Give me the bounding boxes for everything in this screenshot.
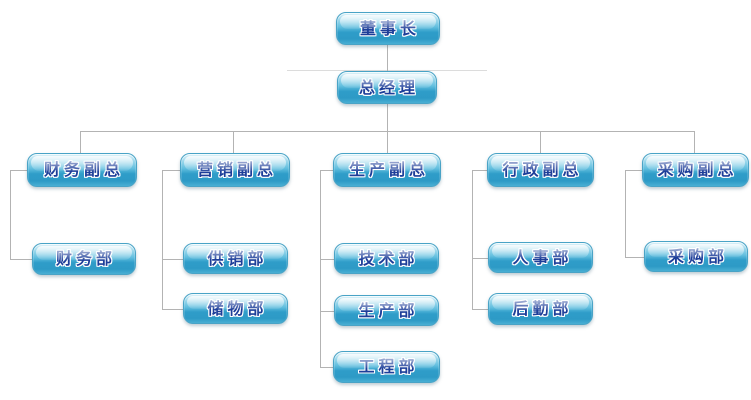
- bracket-admin-child-2: [472, 309, 488, 310]
- connector-chairman-gm: [387, 45, 388, 71]
- connector-drop-marketing: [233, 131, 234, 153]
- node-finance-dept: 财务部: [32, 243, 136, 275]
- bracket-finance-child-1: [10, 259, 32, 260]
- node-logistics-dept: 后勤部: [488, 293, 593, 325]
- bracket-marketing-vertical: [162, 170, 163, 309]
- bracket-marketing-child-1: [162, 259, 183, 260]
- bracket-procurement-child-1: [625, 257, 644, 258]
- bracket-admin-parent: [472, 170, 487, 171]
- bracket-marketing-child-2: [162, 309, 183, 310]
- node-hr-dept: 人事部: [488, 242, 593, 273]
- node-production-vp: 生产副总: [333, 153, 441, 187]
- node-engineering-dept: 工程部: [333, 351, 440, 383]
- bracket-procurement-vertical: [625, 170, 626, 257]
- connector-drop-finance: [80, 131, 81, 153]
- bracket-admin-child-1: [472, 258, 488, 259]
- connector-drop-admin: [540, 131, 541, 153]
- connector-drop-production: [387, 131, 388, 153]
- node-production-dept: 生产部: [334, 295, 439, 326]
- connector-gm-down: [387, 104, 388, 132]
- node-supply-dept: 供销部: [183, 243, 288, 274]
- bracket-procurement-parent: [625, 170, 642, 171]
- node-finance-vp: 财务副总: [27, 153, 137, 187]
- bracket-finance-vertical: [10, 170, 11, 259]
- node-procurement-dept: 采购部: [644, 241, 748, 272]
- bracket-production-child-1: [320, 259, 334, 260]
- bracket-production-parent: [320, 170, 333, 171]
- node-storage-dept: 储物部: [183, 293, 288, 324]
- node-admin-vp: 行政副总: [487, 153, 594, 187]
- node-chairman: 董事长: [336, 12, 440, 45]
- bracket-production-vertical: [320, 170, 321, 367]
- node-tech-dept: 技术部: [334, 243, 439, 274]
- node-procurement-vp: 采购副总: [642, 153, 749, 187]
- node-marketing-vp: 营销副总: [180, 153, 290, 187]
- bracket-marketing-parent: [162, 170, 180, 171]
- node-general-manager: 总经理: [337, 71, 437, 104]
- connector-drop-procurement: [694, 131, 695, 153]
- bracket-production-child-2: [320, 311, 334, 312]
- bracket-finance-parent: [10, 170, 27, 171]
- bracket-admin-vertical: [472, 170, 473, 309]
- bracket-production-child-3: [320, 367, 333, 368]
